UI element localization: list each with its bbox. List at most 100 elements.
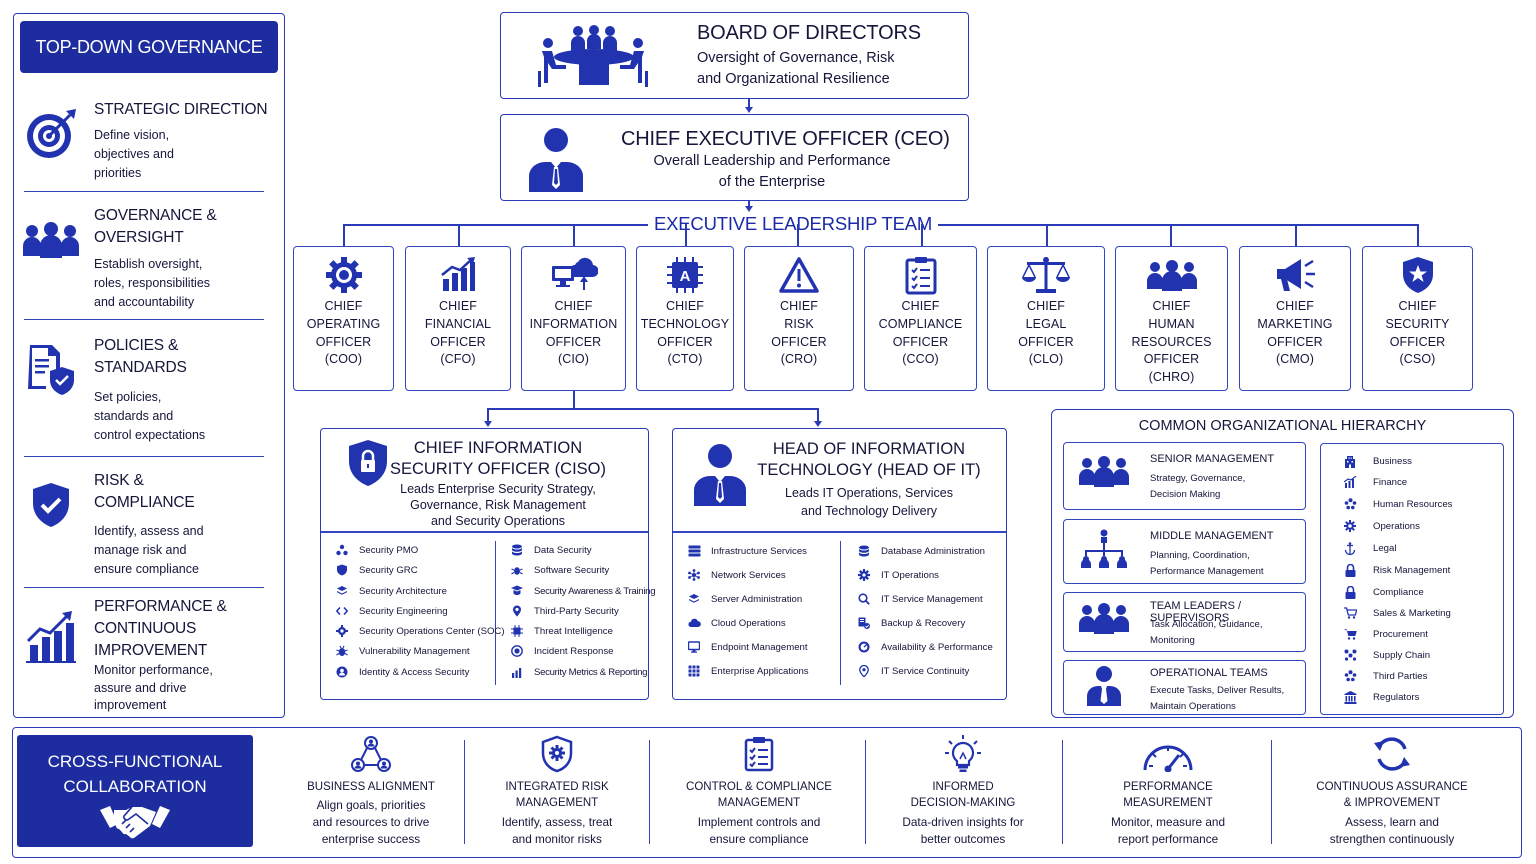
- anchor-icon: [1343, 541, 1357, 555]
- manager-icon: [691, 441, 749, 507]
- scales-icon: [988, 255, 1104, 295]
- divider: [24, 319, 264, 320]
- connector-line: [685, 224, 687, 246]
- monitor-icon: [687, 640, 701, 654]
- people-icon: [1343, 497, 1357, 511]
- service-availability: Availability & Performance: [857, 640, 993, 654]
- chip-icon: [510, 624, 524, 638]
- target-icon: [22, 105, 80, 163]
- policy-shield-icon: [22, 341, 80, 399]
- training-icon: [510, 584, 524, 598]
- function-sales-marketing: Sales & Marketing: [1343, 606, 1451, 620]
- service-awareness-training: Security Awareness & Training: [510, 584, 656, 598]
- divider: [865, 740, 866, 844]
- function-third-parties: Third Parties: [1343, 669, 1427, 683]
- shield-icon: [335, 563, 349, 577]
- hierarchy-title: COMMON ORGANIZATIONAL HIERARCHY: [1138, 418, 1427, 434]
- location-icon: [510, 604, 524, 618]
- connector-line: [921, 224, 923, 246]
- column-title: BUSINESS ALIGNMENT: [307, 781, 435, 793]
- lock-shield-icon: [343, 437, 393, 489]
- level-senior-management: SENIOR MANAGEMENT Strategy, Governance,D…: [1063, 442, 1306, 510]
- board-title: BOARD OF DIRECTORS: [697, 22, 921, 44]
- organizational-hierarchy-box: COMMON ORGANIZATIONAL HIERARCHY SENIOR M…: [1051, 409, 1514, 718]
- service-security-engineering: Security Engineering: [335, 604, 448, 618]
- boardroom-icon: [533, 19, 653, 95]
- service-it-operations: IT Operations: [857, 568, 939, 582]
- bug-icon: [335, 644, 349, 658]
- chain-icon: [1343, 648, 1357, 662]
- backup-icon: [857, 616, 871, 630]
- divider: [1271, 740, 1272, 844]
- function-business: Business: [1343, 454, 1412, 468]
- ciso-description: Leads Enterprise Security Strategy,Gover…: [400, 482, 596, 528]
- level-title: MIDDLE MANAGEMENT: [1150, 530, 1274, 542]
- cloud-icon: [687, 616, 701, 630]
- gear-icon: [857, 568, 871, 582]
- service-data-security: Data Security: [510, 543, 592, 557]
- connector-line: [487, 408, 489, 422]
- level-description: Execute Tasks, Deliver Results,Maintain …: [1150, 685, 1285, 712]
- gauge-icon: [1083, 734, 1253, 774]
- chip-icon: A: [637, 255, 733, 295]
- executive-icon: [525, 123, 587, 195]
- function-finance: Finance: [1343, 475, 1407, 489]
- service-soc: Security Operations Center (SOC): [335, 624, 505, 638]
- item-heading: POLICIES &STANDARDS: [94, 337, 187, 376]
- cart-icon: [1343, 606, 1357, 620]
- connector-line: [573, 391, 575, 409]
- warning-icon: [745, 255, 853, 295]
- divider: [24, 587, 264, 588]
- functions-list: Business Finance Human Resources Operati…: [1320, 443, 1504, 715]
- executive-leadership-team-title: EXECUTIVE LEADERSHIP TEAM: [648, 213, 939, 235]
- checklist-icon: [665, 734, 853, 774]
- org-chart-icon: [1076, 528, 1132, 568]
- grid-icon: [687, 664, 701, 678]
- cloud-computer-icon: [522, 255, 625, 295]
- level-operational-teams: OPERATIONAL TEAMS Execute Tasks, Deliver…: [1063, 660, 1306, 715]
- governance-panel-title: TOP-DOWN GOVERNANCE: [20, 21, 278, 73]
- connector-line: [817, 408, 819, 422]
- level-description: Task Allocation, Guidance,Monitoring: [1150, 619, 1263, 646]
- level-title: SENIOR MANAGEMENT: [1150, 453, 1275, 465]
- shield-check-icon: [22, 476, 80, 534]
- gear-icon: [294, 255, 393, 295]
- network-icon: [687, 568, 701, 582]
- handshake-icon: [99, 801, 171, 843]
- connector-line: [797, 224, 799, 246]
- service-cloud-ops: Cloud Operations: [687, 616, 786, 630]
- connector-arrow: [745, 206, 753, 212]
- divider: [495, 541, 496, 685]
- refresh-icon: [1298, 734, 1486, 774]
- divider: [1062, 740, 1063, 844]
- strategic-direction-item: STRATEGIC DIRECTION Define vision,object…: [22, 99, 274, 194]
- divider: [840, 541, 841, 685]
- service-security-architecture: Security Architecture: [335, 584, 447, 598]
- server-icon: [687, 544, 701, 558]
- target-icon: [510, 644, 524, 658]
- network-icon: [289, 734, 453, 774]
- level-title: OPERATIONAL TEAMS: [1150, 667, 1268, 679]
- connector-arrow: [745, 107, 753, 113]
- chart-icon: [1343, 475, 1357, 489]
